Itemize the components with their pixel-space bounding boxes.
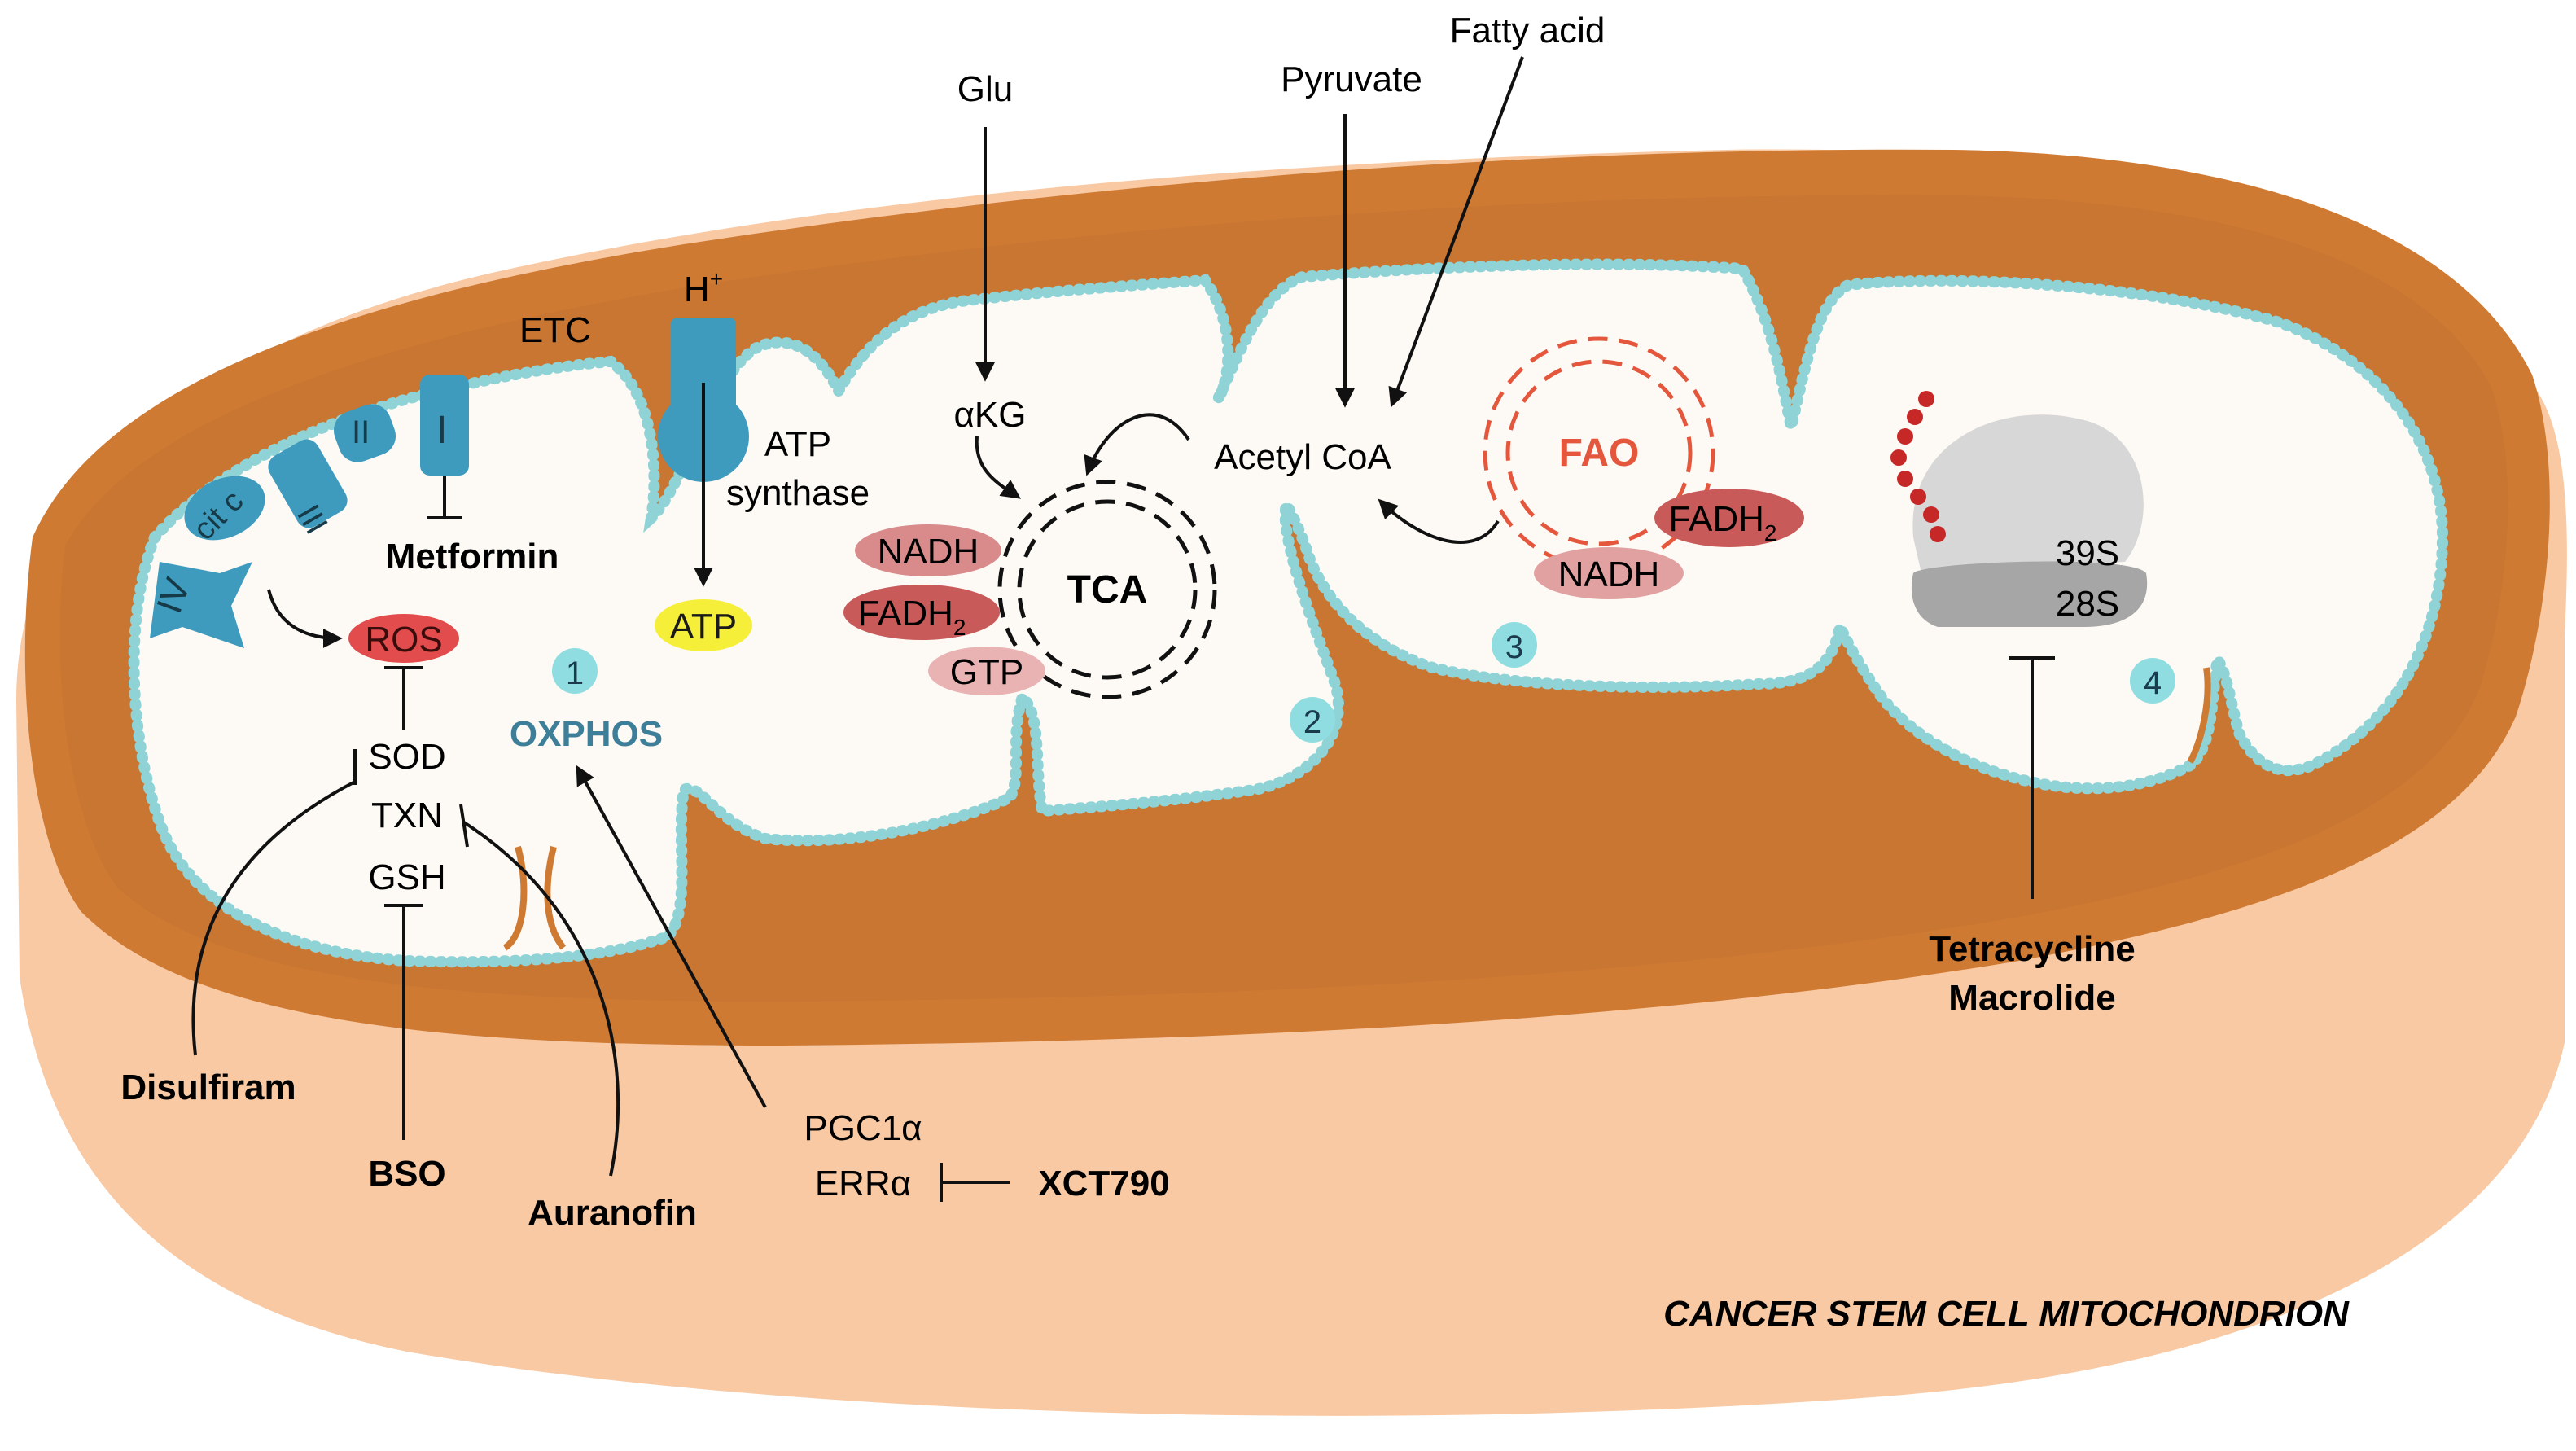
akg-to-tca-arrow [975,436,1021,499]
pgc1a-to-oxphos-arrow [576,765,767,1108]
atp-ellipse [655,599,752,651]
complex-iv-icon [150,562,252,648]
fatty-acid-arrow [1388,56,1524,408]
atp-synthase-label-1: ATP [764,424,831,464]
mitoribosome-icon [1890,391,2148,627]
svg-text:H+: H+ [684,266,723,309]
macrolide-label: Macrolide [1948,978,2115,1018]
etc-complexes: IV cit c III II I [149,375,469,648]
fadh2-tca-subscript: 2 [953,615,966,640]
complex-i-label: I [436,409,447,452]
nadh-tca-ellipse [855,524,1001,576]
sod-inhibits-ros [384,666,423,730]
fadh2-fao-subscript: 2 [1764,520,1777,546]
pyruvate-label: Pyruvate [1281,59,1422,99]
gsh-label: GSH [368,857,445,897]
fao-cycle-inner [1505,359,1693,546]
etc-to-ros-arrow [267,589,343,648]
disulfiram-label: Disulfiram [120,1067,296,1107]
gtp-label: GTP [950,652,1023,692]
xct790-inhibit [940,1163,1010,1202]
proton-label: H [684,270,710,309]
erra-label: ERRα [815,1164,911,1203]
fao-cycle-outer [1483,336,1715,569]
svg-text:FADH2: FADH2 [858,594,966,640]
nadh-fao-ellipse [1534,547,1684,599]
badge-3: 3 [1505,629,1523,665]
auranofin-label: Auranofin [528,1193,697,1233]
complex-ii-label: II [352,414,370,450]
bso-label: BSO [368,1154,445,1194]
pgc1a-label: PGC1α [804,1108,922,1148]
fadh2-tca-label: FADH [858,594,953,633]
acetyl-coa-label: Acetyl CoA [1214,437,1391,477]
svg-text:FADH2: FADH2 [1669,499,1777,546]
glu-label: Glu [957,69,1013,109]
fadh2-fao-ellipse [1654,489,1804,547]
sod-label: SOD [368,737,445,777]
akg-label: αKG [953,395,1026,435]
gtp-ellipse [928,647,1045,695]
nadh-tca-label: NADH [878,532,979,572]
complex-iii-icon [268,439,348,528]
number-badges: 1 2 3 4 [552,622,2175,743]
nadh-fao-label: NADH [1558,555,1660,594]
xct790-label: XCT790 [1038,1164,1169,1203]
atp-synthase-icon [658,318,749,587]
tca-cycle-outer [997,480,1217,699]
ribosome-39s-label: 39S [2056,533,2119,573]
ros-label: ROS [365,620,442,660]
fatty-acid-label: Fatty acid [1450,11,1606,50]
atp-label: ATP [670,607,737,647]
cristae [502,667,2211,951]
diagram-title: CANCER STEM CELL MITOCHONDRION [1663,1294,2350,1334]
auranofin-line [459,804,620,1177]
proton-superscript: + [710,266,723,292]
tetracycline-label: Tetracycline [1929,929,2136,969]
ribosome-28s-label: 28S [2056,584,2119,624]
disulfiram-line [191,749,357,1056]
complex-ii-icon [333,404,396,462]
metformin-label: Metformin [386,537,559,576]
ros-ellipse [348,614,459,663]
atp-synthase-label-2: synthase [726,473,870,513]
acetylcoa-to-tca-arrow [1084,413,1190,476]
metformin-inhibit [427,476,462,519]
tetracycline-inhibit [2009,656,2055,899]
cyt-c-icon [184,476,265,541]
tca-cycle-inner [1017,499,1198,680]
complex-i-icon [420,375,469,476]
fao-label: FAO [1559,432,1640,475]
bso-line [384,904,423,1140]
tca-label: TCA [1067,568,1148,612]
fao-to-acetylcoa-arrow [1378,498,1500,544]
fadh2-fao-label: FADH [1669,499,1764,539]
badge-1: 1 [566,655,584,691]
oxphos-label: OXPHOS [510,714,663,754]
fadh2-tca-ellipse [843,585,1000,640]
badge-2: 2 [1303,704,1321,740]
txn-label: TXN [371,796,443,835]
badge-4: 4 [2144,665,2162,701]
etc-label: ETC [519,310,591,350]
